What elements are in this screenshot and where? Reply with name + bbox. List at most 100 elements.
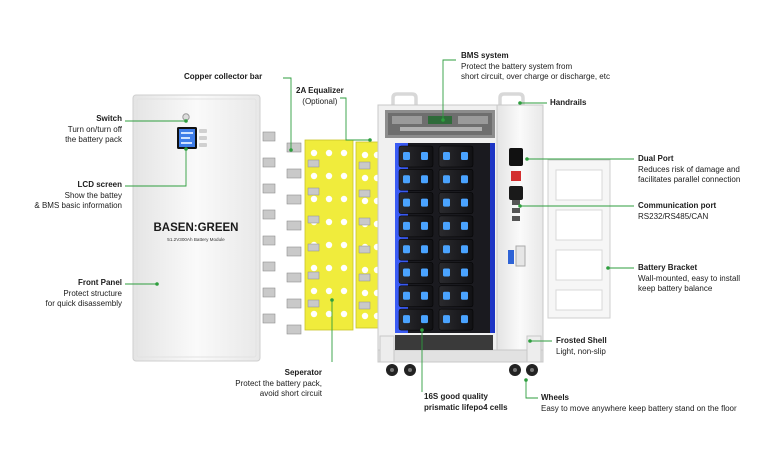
collector-bar [358,189,371,198]
leader-lines [125,59,634,399]
bracket-label: Battery Bracket Wall-mounted, easy to in… [638,263,740,295]
lifepo4-cell [398,262,434,284]
lifepo4-cell [438,192,474,214]
separator-hole [361,151,369,159]
wheels-desc: Easy to move anywhere keep battery stand… [541,403,737,413]
bracket-desc-1: Wall-mounted, easy to install [638,273,740,283]
separator-hole [325,195,333,203]
cell-terminal [443,291,450,300]
copper-collector-bars [262,131,302,335]
collector-bar-left [262,209,276,220]
bracket-title: Battery Bracket [638,263,698,272]
cell-terminal [461,152,468,160]
separator-hole [310,172,318,180]
dual-port-label: Dual Port Reduces risk of damage and fac… [638,154,740,186]
separator-hole [310,287,318,295]
equalizer-title: 2A Equalizer [296,86,344,95]
collector-bar-right [286,194,302,205]
collector-bar [358,301,371,310]
cell-terminal [421,245,428,254]
shell-desc: Light, non-slip [556,346,606,356]
collector-bar-left [262,261,276,272]
cell-terminal [421,268,428,277]
lifepo4-cell [398,238,434,261]
communication-port-icon [512,200,520,205]
separator-hole [361,312,369,320]
switch-label: Switch Turn on/turn off the battery pack [40,114,122,146]
separator-hole [310,149,318,157]
lifepo4-cell [438,285,474,308]
dual-port-desc-1: Reduces risk of damage and [638,164,740,174]
lifepo4-cell [398,145,434,168]
cell-terminal [443,315,450,324]
side-buttons [199,129,207,147]
equalizer-label: 2A Equalizer (Optional) [296,86,344,107]
collector-bar [307,243,320,252]
collector-bar-left [262,183,276,194]
cell-terminal [461,245,468,254]
collector-bar [358,161,371,170]
collector-bar-right [286,272,302,283]
separator-hole [340,172,348,180]
lifepo4-cell [438,145,474,168]
copper-bar-title: Copper collector bar [184,72,263,81]
cell-terminal [443,152,450,160]
cell-terminal [421,198,428,207]
cell-terminal [403,268,410,277]
collector-bar-right [286,298,302,309]
cell-terminal [421,221,428,230]
switch-title: Switch [96,114,122,123]
separator-hole [361,266,369,274]
collector-bar-left [262,131,276,142]
collector-bar [307,215,320,224]
cell-terminal [461,268,468,277]
handrails-label: Handrails [550,98,586,109]
separator-hole [310,264,318,272]
separator-hole [325,287,333,295]
lifepo4-cell [438,215,474,238]
wheels-title: Wheels [541,393,570,402]
separator-hole [325,310,333,318]
dual-port-desc-2: facilitates parallel connection [638,175,741,184]
separator-hole [340,241,348,249]
separator-hole [325,241,333,249]
bms-desc-1: Protect the battery system from [461,61,573,71]
lcd-desc-2: & BMS basic information [34,201,122,210]
bms-label: BMS system Protect the battery system fr… [461,51,610,83]
cell-terminal [403,152,410,160]
separator-hole [340,264,348,272]
lifepo4-cell [398,192,434,214]
cell-terminal [461,291,468,300]
collector-bar-left [262,157,276,168]
cells-title: 16S good quality [424,392,489,401]
cell-terminal [403,245,410,254]
shell-title: Frosted Shell [556,336,607,345]
lcd-title: LCD screen [77,180,122,189]
yellow-separators [304,139,399,331]
wheels [386,364,538,376]
bms-title: BMS system [461,51,509,60]
cell-terminal [403,315,410,324]
separator-title: Seperator [284,368,322,377]
cell-terminal [403,291,410,300]
switch-desc-1: Turn on/turn off [67,124,122,134]
cell-terminal [443,175,450,184]
separator-hole [340,195,348,203]
battery-cabinet [377,92,544,363]
collector-bar [358,217,371,226]
separator-hole [310,310,318,318]
cells-title-2: prismatic lifepo4 cells [424,402,508,412]
switch-desc-2: the battery pack [65,135,122,144]
dual-port-red-icon [511,171,521,181]
collector-bar-right [286,220,302,231]
separator-label: Seperator Protect the battery pack, avoi… [210,368,322,400]
cell-terminal [443,245,450,254]
handrails-title: Handrails [550,98,587,107]
cell-terminal [443,198,450,207]
lifepo4-cell [398,308,434,331]
separator-hole [310,195,318,203]
separator-sheet [304,139,354,331]
comm-port-title: Communication port [638,201,717,210]
lifepo4-cell [438,238,474,261]
